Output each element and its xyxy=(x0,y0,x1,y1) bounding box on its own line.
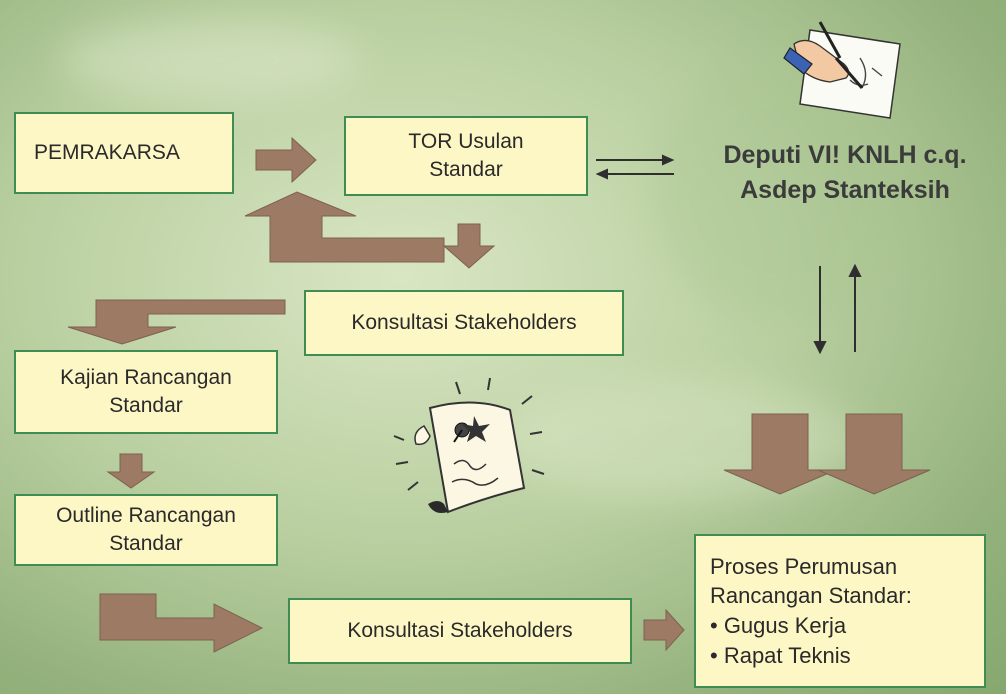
node-proses-perumusan: Proses Perumusan Rancangan Standar: • Gu… xyxy=(694,534,986,688)
node-konsultasi-stakeholders-1: Konsultasi Stakeholders xyxy=(304,290,624,356)
node-pemrakarsa: PEMRAKARSA xyxy=(14,112,234,194)
bg-streak xyxy=(60,20,360,100)
node-deputi-line1: Deputi VI! KNLH c.q. xyxy=(723,141,967,169)
hand-writing-icon xyxy=(783,21,901,119)
arrow-return-to-tor xyxy=(244,191,445,263)
node-deputi-line2: Asdep Stanteksih xyxy=(740,176,950,204)
node-konsultasi-2-label: Konsultasi Stakeholders xyxy=(347,618,573,642)
node-proses-item2: • Rapat Teknis xyxy=(710,642,851,668)
node-pemrakarsa-label: PEMRAKARSA xyxy=(34,140,180,164)
node-konsultasi-1-label: Konsultasi Stakeholders xyxy=(351,310,577,334)
node-tor-usulan-standar: TOR Usulan Standar xyxy=(344,116,588,196)
node-konsultasi-stakeholders-2: Konsultasi Stakeholders xyxy=(288,598,632,664)
node-outline-rancangan-standar: Outline Rancangan Standar xyxy=(14,494,278,566)
arrow-konsultasi-to-proses xyxy=(643,608,685,652)
arrow-pemrakarsa-to-tor xyxy=(255,136,317,184)
node-kajian-line1: Kajian Rancangan xyxy=(60,365,232,389)
node-outline-line1: Outline Rancangan xyxy=(56,503,236,527)
node-deputi: Deputi VI! KNLH c.q. Asdep Stanteksih xyxy=(690,138,1000,208)
arrow-kajian-to-outline xyxy=(106,453,156,489)
arrow-outline-to-konsultasi xyxy=(99,593,264,653)
pinned-note-icon xyxy=(393,377,545,514)
node-tor-line1: TOR Usulan xyxy=(408,129,524,153)
arrow-down-right xyxy=(817,413,931,495)
node-outline-line2: Standar xyxy=(109,532,183,555)
arrow-down-left xyxy=(723,413,837,495)
node-tor-line2: Standar xyxy=(429,158,503,181)
node-kajian-rancangan-standar: Kajian Rancangan Standar xyxy=(14,350,278,434)
arrow-exchange-vertical xyxy=(813,263,862,355)
arrow-exchange-horizontal xyxy=(595,154,675,180)
node-proses-line1: Proses Perumusan xyxy=(710,553,898,579)
node-proses-line2: Rancangan Standar: xyxy=(710,583,912,609)
node-proses-item1: • Gugus Kerja xyxy=(710,613,847,638)
node-kajian-line2: Standar xyxy=(109,394,183,417)
arrow-tor-to-konsultasi xyxy=(442,223,496,269)
arrow-konsultasi-to-kajian xyxy=(67,299,286,345)
